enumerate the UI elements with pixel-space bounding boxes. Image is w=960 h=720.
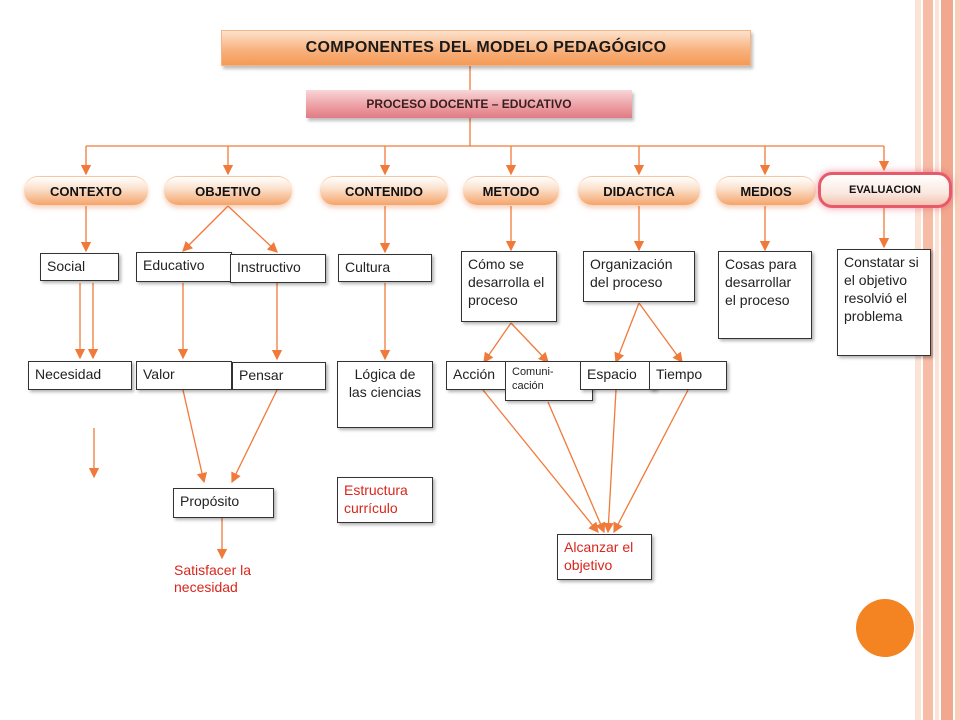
node-cultura: Cultura [338,254,432,282]
reflection-como-se [465,324,555,338]
component-evaluacion: EVALUACION [818,172,952,208]
node-social: Social [40,253,119,281]
component-medios: MEDIOS [716,176,816,205]
node-cosas: Cosas para desarrollar el proceso [718,251,812,339]
decorative-circle [856,599,914,657]
node-accion: Acción [446,361,506,390]
node-instructivo: Instructivo [230,254,326,283]
component-objetivo: OBJETIVO [164,176,292,205]
node-espacio: Espacio [580,361,656,390]
node-logica: Lógica de las ciencias [337,361,433,428]
node-comunicacion: Comuni- cación [505,361,593,401]
node-como-se: Cómo se desarrolla el proceso [461,251,557,322]
reflection-constatar [840,358,930,374]
component-metodo: METODO [463,176,559,205]
node-organizacion: Organización del proceso [583,251,695,302]
component-contenido: CONTENIDO [320,176,448,205]
node-educativo: Educativo [136,252,232,282]
node-tiempo: Tiempo [649,361,727,390]
node-constatar: Constatar si el objetivo resolvió el pro… [837,249,931,356]
process-subtitle: PROCESO DOCENTE – EDUCATIVO [306,90,632,118]
node-valor: Valor [136,361,232,390]
node-necesidad: Necesidad [28,361,132,390]
node-alcanzar: Alcanzar el objetivo [557,534,652,580]
node-pensar: Pensar [232,362,326,390]
satisfacer-text: Satisfacer la necesidad [174,562,252,595]
diagram-title: COMPONENTES DEL MODELO PEDAGÓGICO [221,30,751,66]
node-proposito: Propósito [173,488,274,518]
component-didactica: DIDACTICA [578,176,700,205]
component-contexto: CONTEXTO [24,176,148,205]
node-estructura: Estructura currículo [337,477,433,523]
